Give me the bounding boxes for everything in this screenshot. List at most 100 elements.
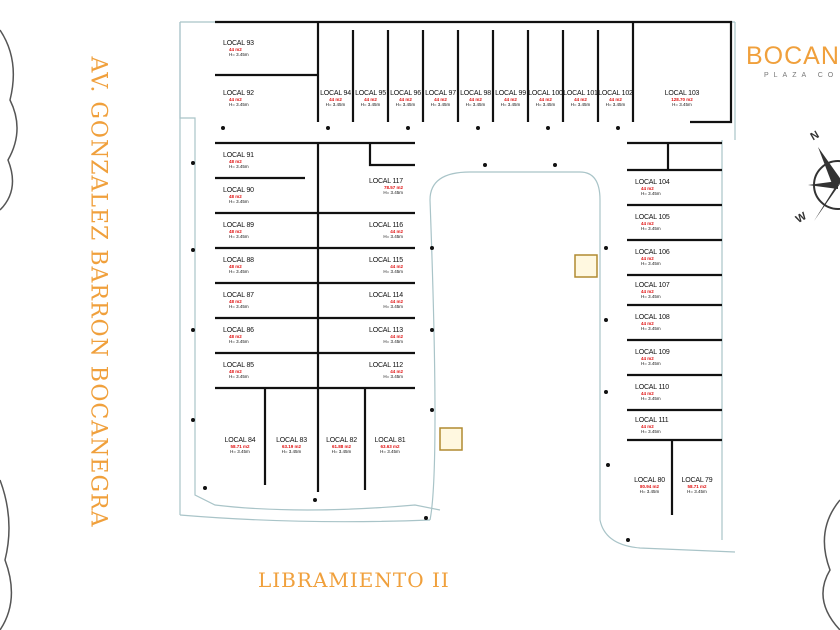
local-name: LOCAL 87 — [223, 292, 254, 299]
local-height: H= 3.45m — [687, 488, 707, 494]
local-name: LOCAL 94 — [320, 90, 351, 97]
local-area: 63.19 m2 — [281, 443, 301, 449]
tree-sketch-right — [822, 499, 840, 630]
local-height: H= 3.45m — [641, 293, 661, 299]
local-height: H= 3.45m — [229, 164, 249, 169]
local-area: 44 m2 — [574, 97, 587, 102]
local-area: 44 m2 — [390, 264, 403, 269]
local-area: 48 m2 — [229, 159, 242, 164]
local-area: 48 m2 — [229, 334, 242, 339]
local-name: LOCAL 80 — [634, 476, 665, 484]
brand-subtitle: PLAZA CO — [764, 72, 839, 79]
local-height: H= 3.45m — [641, 428, 661, 434]
local-name: LOCAL 79 — [681, 476, 713, 484]
local-height: H= 3.45m — [229, 234, 249, 239]
local-area: 48 m2 — [229, 229, 242, 234]
local-area: 44 m2 — [641, 321, 654, 326]
local-area: 44 m2 — [229, 47, 242, 52]
local-height: H= 3.45m — [465, 102, 486, 107]
local-height: H= 3.45m — [641, 396, 661, 401]
local-area: 44 m2 — [641, 221, 654, 226]
kiosk — [439, 254, 598, 451]
local-area: 44 m2 — [641, 256, 654, 261]
tree-sketch-left — [0, 29, 18, 630]
local-height: H= 3.45m — [229, 339, 249, 344]
local-area: 58.71 m2 — [687, 483, 707, 489]
local-height: H= 3.45m — [639, 488, 660, 494]
local-height: H= 3.45m — [230, 448, 250, 454]
local-area: 128.70 m2 — [671, 97, 693, 102]
local-name: LOCAL 88 — [223, 257, 254, 264]
local-name: LOCAL 102 — [598, 90, 633, 97]
local-area: 80.94 m2 — [639, 483, 659, 489]
local-area: 44 m2 — [609, 97, 622, 102]
walls — [215, 20, 733, 515]
local-height: H= 3.45m — [281, 448, 302, 454]
local-area: 44 m2 — [390, 229, 403, 234]
local-height: H= 3.45m — [383, 374, 403, 379]
local-name: LOCAL 86 — [223, 327, 254, 334]
local-height: H= 3.45m — [383, 339, 403, 344]
local-name: LOCAL 114 — [369, 292, 403, 299]
local-name: LOCAL 90 — [223, 187, 254, 194]
local-area: 44 m2 — [390, 369, 403, 374]
local-height: H= 3.45m — [672, 102, 692, 107]
local-name: LOCAL 85 — [223, 362, 254, 369]
local-height: H= 3.45m — [380, 448, 400, 454]
local-height: H= 3.45m — [430, 102, 451, 107]
local-area: 44 m2 — [399, 97, 412, 102]
local-area: 48 m2 — [229, 264, 242, 269]
local-name: LOCAL 113 — [369, 327, 403, 334]
local-area: 44 m2 — [504, 97, 517, 102]
local-name: LOCAL 111 — [635, 416, 669, 424]
local-height: H= 3.45m — [570, 102, 591, 107]
local-height: H= 3.45m — [229, 102, 249, 107]
local-height: H= 3.45m — [641, 326, 661, 331]
local-height: H= 3.45m — [641, 261, 661, 266]
local-area: 48 m2 — [229, 299, 242, 304]
local-height: H= 3.45m — [641, 226, 661, 231]
local-name: LOCAL 112 — [369, 362, 403, 369]
local-area: 44 m2 — [364, 97, 377, 102]
local-height: H= 3.45m — [535, 102, 556, 107]
